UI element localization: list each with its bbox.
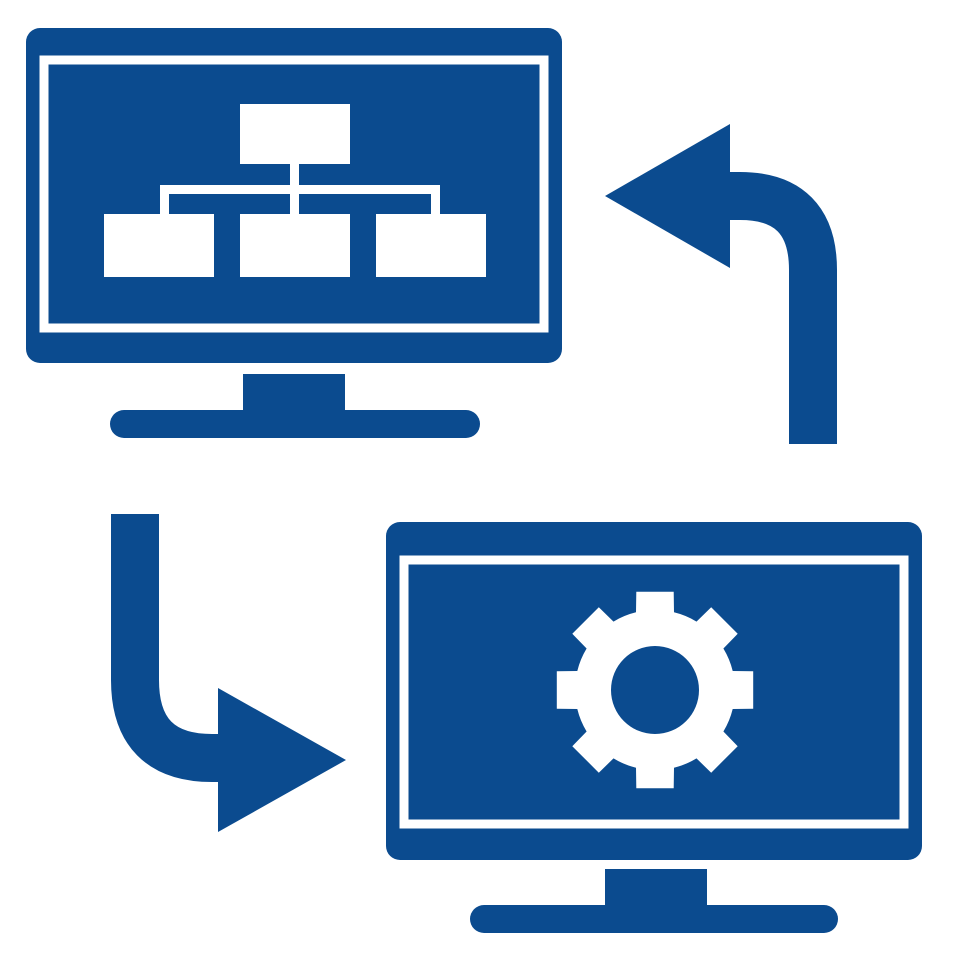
- org-chart-child-right-box: [376, 214, 486, 277]
- org-chart-child-left-box: [104, 214, 214, 277]
- arrow-up-left-head: [605, 124, 730, 268]
- org-chart-left-link: [160, 185, 169, 215]
- curved-arrow-down-right-icon: [111, 514, 346, 832]
- gear-monitor-icon: [386, 522, 922, 933]
- arrow-down-right-head: [218, 688, 346, 832]
- org-chart-icon: [104, 104, 486, 277]
- org-chart-child-center-box: [240, 214, 350, 277]
- arrow-down-right-shaft: [111, 514, 240, 782]
- gear-icon: [556, 591, 754, 789]
- monitor-screen-border: [39, 55, 549, 333]
- monitor-frame: [386, 522, 922, 860]
- curved-arrow-up-left-icon: [605, 124, 837, 444]
- gear-shape: [556, 591, 754, 789]
- org-chart-right-link: [431, 185, 440, 215]
- monitor-base: [470, 905, 838, 933]
- org-chart-bar: [160, 185, 440, 194]
- arrow-up-left-shaft: [700, 172, 837, 444]
- monitor-base: [110, 410, 480, 438]
- monitor-screen-border: [399, 555, 909, 829]
- org-chart-root-box: [240, 104, 350, 164]
- org-chart-monitor-icon: [26, 28, 562, 438]
